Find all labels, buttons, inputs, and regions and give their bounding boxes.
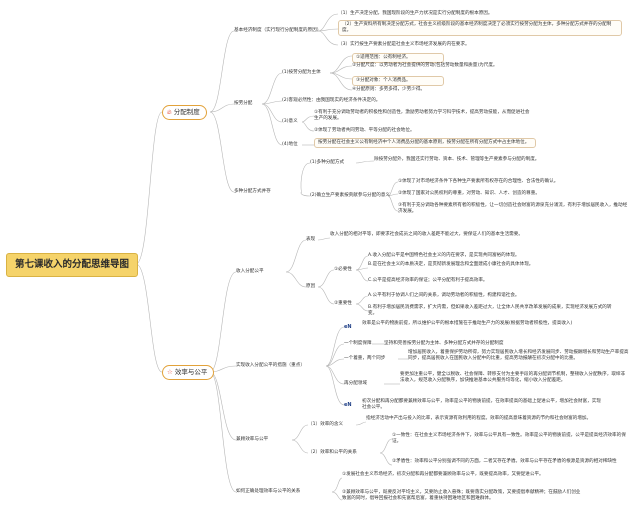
factor-item-3: ③有利于充分调动各种要素所有者的积极性，让一切创造社会财富的源泉充分涌流，有利于… [398, 203, 628, 214]
factor-significance-label: (2)确立生产要素按贡献参与分配的意义 [310, 193, 391, 198]
factor-item-2: ②体现了国家对公民权利的尊重，对劳动、知识、人才、创造的尊重。 [398, 191, 540, 196]
measure-2-text: 坚持和完善按劳分配为主体、多种分配方式并存的分配制度 [384, 341, 504, 346]
labor-subject-item-2: ②分配尺度：以劳动者为社会提供的劳动(包括劳动数量和质量)为尺度。 [352, 63, 498, 68]
measure-5-mark: eN [344, 402, 352, 408]
labor-subject-label: (1)按劳分配为主体 [282, 70, 321, 75]
relation-item-1: ①一致性：在社会主义市场经济条件下，效率与公平具有一致性。效率是公平的物质前提，… [392, 433, 626, 444]
star-icon: ☆ [167, 368, 173, 376]
flame-icon: 🔥︎ [167, 108, 172, 116]
labor-subject-item-3: ③分配对象：个人消费品。 [352, 76, 444, 86]
basic-system-label: 基本经济制度（实行现行分配制度的原因） [234, 28, 322, 33]
multi-forms-label: 多种分配方式并存 [234, 189, 271, 194]
labor-subject-item-1: ①适用范围：公有制经济。 [352, 53, 444, 63]
efficiency-meaning-label: （1）效率的含义 [308, 422, 344, 427]
labor-status-text: 按劳分配在社会主义公有制经济中个人消费品分配的基本原则，按劳分配在所有分配方式中… [314, 138, 536, 148]
fair-importance-label: ②重要性 [334, 301, 352, 306]
basic-item-3: （3）实行按生产要素分配是社会主义市场经济发展的内在要求。 [338, 42, 470, 47]
labor-status-label: (4)地位 [282, 142, 298, 147]
branch-distribution-label: 分配制度 [173, 108, 200, 116]
measure-2-label: 一个制度保障 [344, 341, 372, 346]
labor-distribution-label: 按劳分配 [234, 101, 253, 106]
basic-item-2: （2）生产资料所有制决定分配方式，社会主义初级阶段的基本经济制度决定了必须实行按… [338, 20, 622, 36]
fair-label: 收入分配公平 [236, 269, 264, 274]
handle-item-2: ②兼顾效率与公平，既要反对平均主义，又要防止收入悬殊；既要落实分配政策，又要提倡… [342, 490, 581, 501]
relation-label: （2）效率和公平的关系 [308, 450, 357, 455]
measure-3-text: 增加居民收入，着重保护劳动所得，努力实现居民收入增长和经济发展同步、劳动报酬增长… [408, 350, 629, 361]
handle-label: 如何正确处理效率与公平的关系 [236, 489, 301, 494]
efficiency-meaning-text: 指经济活动中产出与投入的比率，表示资源有效利用的程度。效率的提高意味着资源的节约… [366, 416, 592, 421]
measure-5-text: 初次分配和再分配都要兼顾效率与公平，效率是公平的物质前提，在效率提高的基础上促进… [362, 399, 601, 410]
labor-significance-label: (3)意义 [282, 119, 298, 124]
root-title: 第七课收入的分配思维导图 [6, 253, 138, 277]
labor-necessity: (2)客观必然性：由我国现实的经济条件决定的。 [282, 98, 381, 103]
fair-need-label: ①必要性 [334, 267, 352, 272]
labor-significance-item-1: ①有利于充分调动劳动者的积极性和创造性，激励劳动者努力学习科学技术，提高劳动技能… [314, 110, 530, 121]
measure-4-label: 再分配领域 [344, 381, 367, 386]
relation-item-2: ②矛盾性：效率和公平分别强调不同的方面，二者又存在矛盾。效率与公平存在矛盾的根源… [392, 459, 617, 464]
fair-reason-label: 原因 [306, 284, 316, 289]
handle-item-1: ①发展社会主义市场经济，初次分配和再分配都要兼顾效率与公平，既要提高效率，又要促… [342, 472, 544, 477]
multi-forms-text: 除按劳分配外，我国还实行劳动、资本、技术、管理等生产要素参与分配的制度。 [374, 157, 540, 162]
measure-1-text: 效率是公平的物质前提，所以维护公平的根本措施在于推动生产力的发展(根据劳动者积极… [362, 321, 573, 326]
measure-1-mark: eN [344, 324, 352, 330]
measure-3-label: 一个着重，两个同步 [344, 356, 386, 361]
labor-significance-item-2: ②体现了劳动者共同劳动、平等分配的社会地位。 [314, 128, 415, 133]
fair-importance-item-1: A.公平有利于协调人们之间的关系，调动劳动者的积极性，构建和谐社会。 [368, 293, 520, 298]
fair-need-item-3: C.公平是提高经济效率的保证；公平分配有利于提高效率。 [368, 278, 488, 283]
measure-4-text: 要更加注重公平，健全以税收、社会保障、转移支付为主要手段的再分配调节机制，整顿收… [400, 372, 626, 383]
measures-label: 实现收入分配公平的措施（重点） [236, 363, 305, 368]
fair-meaning-label: 表现 [306, 237, 316, 242]
branch-efficiency-label: 效率与公平 [174, 368, 208, 376]
balance-label: 兼顾效率与公平 [236, 437, 269, 442]
labor-subject-item-4: ④分配原则：多劳多得，少劳少得。 [352, 87, 426, 92]
basic-item-1: （1）生产决定分配，我国现阶段的生产力状况是实行分配制度的根本原因。 [338, 11, 493, 16]
fair-need-item-1: A.收入分配公平是中国特色社会主义的内在要求，是实现共同富裕的体现。 [368, 253, 520, 258]
multi-forms-sub-label: (1)多种分配方式 [310, 160, 345, 165]
fair-meaning-text: 收入分配的相对平等，即要求社会成员之间的收入差距不能过大，要保证人们的基本生活需… [330, 232, 523, 237]
fair-need-item-2: B.是在社会主义的本质决定，是贯彻新发展理念和全面建成小康社会的具体体现。 [368, 262, 534, 267]
branch-efficiency-fairness[interactable]: ☆效率与公平 [162, 365, 215, 380]
fair-importance-item-2: B.有利于增加居民消费需求，扩大内需，但如果收入差距过大，让全体人民共享改革发展… [368, 305, 612, 316]
factor-item-1: ①体现了对市场经济条件下各种生产要素所有权存在的合理性、合法性的确认。 [398, 179, 559, 184]
branch-distribution-system[interactable]: 🔥︎分配制度 [162, 105, 207, 120]
